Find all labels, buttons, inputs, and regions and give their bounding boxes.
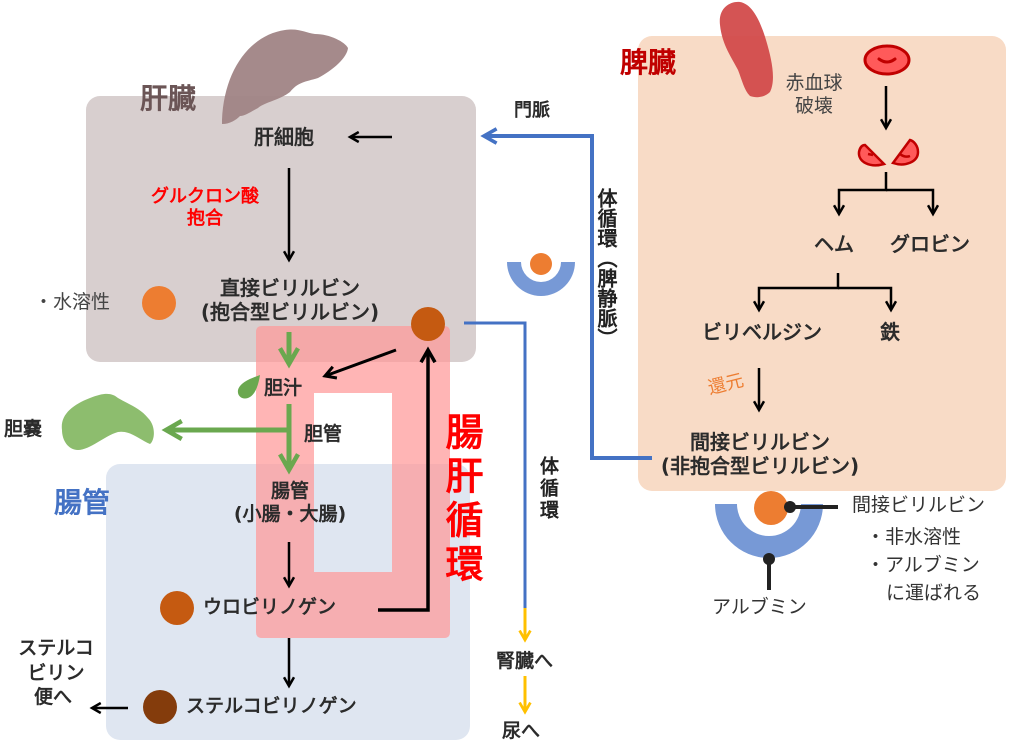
- rbc-destruction-line2: 破壊: [794, 94, 833, 117]
- rbc-destruction-label: 赤血球 破壊: [774, 72, 854, 118]
- legend-insoluble: ・非水溶性: [866, 526, 962, 548]
- intestine-label: 腸管 (小腸・大腸): [190, 480, 390, 526]
- systemic-splenic-label: 体循環（脾静脈）: [594, 188, 618, 348]
- stercobilin-line3: 便へ: [34, 686, 73, 709]
- legend-carried-line2: に運ばれる: [886, 582, 982, 604]
- water-soluble-label: ・水溶性: [34, 291, 111, 313]
- rbc-destruction-line1: 赤血球: [785, 72, 843, 94]
- globin-label: グロビン: [890, 232, 970, 256]
- intestine-title: 腸管: [54, 486, 111, 519]
- systemic-label: 体循環: [537, 456, 559, 522]
- liver-organ-icon: [222, 29, 348, 124]
- glucuronidation-line2: 抱合: [187, 207, 223, 229]
- spleen-organ-icon: [719, 1, 773, 98]
- intestine-line2: (小腸・大腸): [233, 502, 347, 525]
- portal-vein-label: 門脈: [514, 100, 550, 121]
- gallbladder-label: 胆嚢: [4, 418, 43, 440]
- spleen-title: 脾臓: [620, 46, 677, 79]
- split-line-biliverdin-iron: [752, 273, 840, 313]
- arrow-enterohepatic-return: [378, 346, 437, 612]
- liver-title: 肝臓: [140, 82, 197, 115]
- bile-juice-label: 胆汁: [264, 377, 303, 399]
- systemic-circulation-line: [464, 321, 527, 610]
- legend-carried-line1: ・アルブミン: [866, 554, 980, 576]
- direct-bilirubin-line1: 直接ビリルビン: [220, 276, 360, 300]
- direct-bilirubin-line2: (抱合型ビリルビン): [200, 300, 380, 324]
- enterohepatic-title: 腸肝循環: [439, 412, 483, 588]
- albumin-bound-bilirubin-icon: [507, 253, 575, 296]
- direct-bilirubin-dot: [142, 286, 176, 320]
- biliverdin-label: ビリベルジン: [702, 320, 822, 344]
- split-line-heme-globin: [832, 172, 888, 217]
- bile-duct-label: 胆管: [304, 423, 343, 445]
- spleen-region: [638, 36, 1006, 491]
- glucuronidation-line1: グルクロン酸: [151, 186, 259, 207]
- stercobilin-line1: ステルコ: [18, 637, 94, 659]
- portal-vein-line: [480, 127, 652, 460]
- to-kidney-label: 腎臓へ: [496, 650, 554, 672]
- legend-albumin: アルブミン: [712, 596, 807, 618]
- stercobilinogen-label: ステルコビリノゲン: [186, 695, 357, 717]
- stercobilin-label: ステルコ ビリン 便へ: [8, 636, 104, 710]
- indirect-bilirubin-line1: 間接ビリルビン: [690, 430, 830, 454]
- albumin-legend-icon: [715, 491, 838, 590]
- red-blood-cell-icon: [863, 44, 911, 76]
- urobilinogen-label: ウロビリノゲン: [203, 596, 337, 618]
- hepatocyte-label: 肝細胞: [254, 125, 314, 149]
- stercobilin-line2: ビリン: [27, 661, 85, 684]
- broken-red-blood-cell-icon: [857, 138, 920, 167]
- urobilinogen-dot: [160, 591, 194, 625]
- gallbladder-icon: [61, 393, 154, 450]
- glucuronidation-label: グルクロン酸 抱合: [140, 186, 270, 229]
- intestine-line1: 腸管: [270, 480, 309, 502]
- heme-label: ヘム: [814, 232, 854, 256]
- arrow-return-to-bile: [322, 348, 397, 380]
- indirect-bilirubin-label: 間接ビリルビン (非抱合型ビリルビン): [640, 430, 880, 478]
- legend-indirect-bilirubin: 間接ビリルビン: [852, 494, 986, 516]
- iron-label: 鉄: [880, 320, 900, 344]
- direct-bilirubin-label: 直接ビリルビン (抱合型ビリルビン): [170, 276, 410, 324]
- stercobilinogen-dot: [143, 690, 177, 724]
- to-urine-label: 尿へ: [502, 720, 541, 742]
- recirculating-bilirubin-dot: [411, 307, 445, 341]
- bile-drop-icon: [237, 375, 260, 399]
- indirect-bilirubin-line2: (非抱合型ビリルビン): [660, 454, 860, 478]
